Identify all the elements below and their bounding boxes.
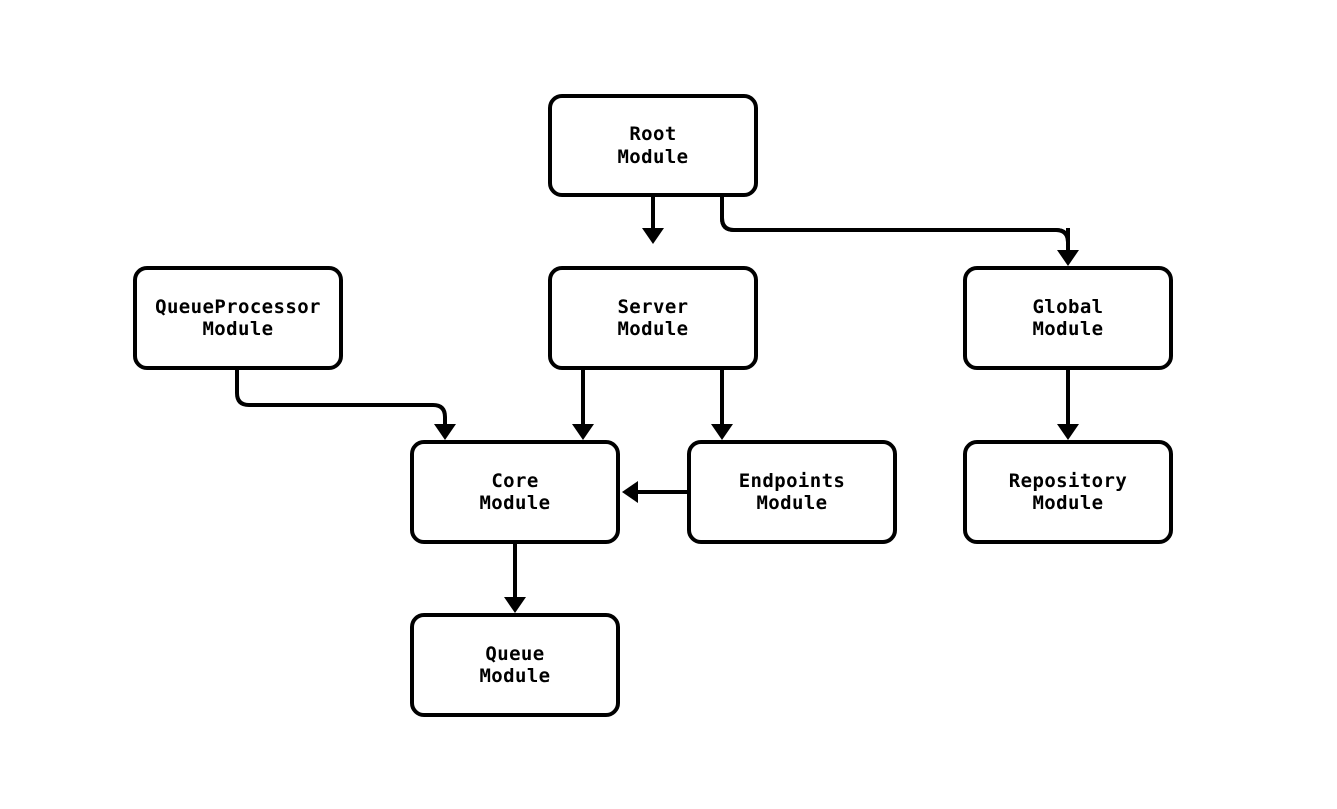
edge-root-global <box>720 197 1079 266</box>
edge-global-repository <box>1057 370 1079 440</box>
node-endpoints[interactable]: Endpoints Module <box>687 440 897 544</box>
node-repository-label: Repository Module <box>1008 469 1128 514</box>
node-queue-label: Queue Module <box>479 642 551 687</box>
edge-server-endpoints <box>711 370 733 440</box>
edge-queueprocessor-core <box>235 370 456 440</box>
node-queueprocessor[interactable]: QueueProcessor Module <box>133 266 343 370</box>
node-server-label: Server Module <box>617 295 689 340</box>
node-endpoints-label: Endpoints Module <box>738 469 846 514</box>
node-server[interactable]: Server Module <box>548 266 758 370</box>
node-global[interactable]: Global Module <box>963 266 1173 370</box>
node-root[interactable]: Root Module <box>548 94 758 197</box>
node-root-label: Root Module <box>617 123 689 168</box>
node-core-label: Core Module <box>479 469 551 514</box>
edge-root-server <box>642 197 664 244</box>
node-queueprocessor-label: QueueProcessor Module <box>155 295 321 340</box>
node-global-label: Global Module <box>1032 295 1104 340</box>
node-repository[interactable]: Repository Module <box>963 440 1173 544</box>
node-queue[interactable]: Queue Module <box>410 613 620 717</box>
edge-core-queue <box>504 544 526 613</box>
edge-endpoints-core <box>622 481 687 503</box>
edge-server-core <box>572 370 594 440</box>
node-core[interactable]: Core Module <box>410 440 620 544</box>
